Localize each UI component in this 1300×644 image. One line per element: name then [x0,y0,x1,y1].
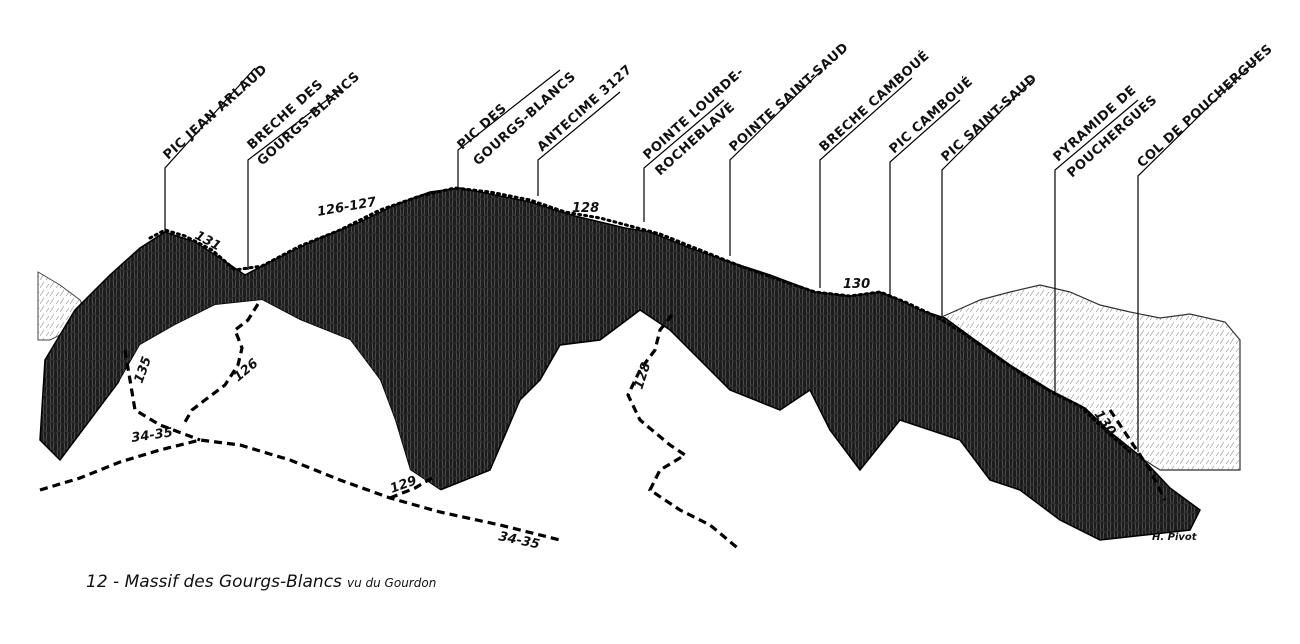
artist-signature: H. Pivot [1152,532,1198,543]
peak-label-8: PIC CAMBOUÉ [886,74,976,296]
peak-label-7: BRECHE CAMBOUÉ [816,48,933,288]
route-label-128-snow: 128 [632,361,655,391]
route-label-130-ridge: 130 [843,277,870,292]
figure-caption: 12 - Massif des Gourgs-Blancs vu du Gour… [86,572,436,592]
ridge-dotted-line [148,186,1132,454]
peak-label-9: PIC SAINT-SAUD [939,71,1040,316]
route-label-128-ridge: 128 [572,201,599,216]
snow-field [100,300,760,548]
peak-label-4-text: ANTECIME 3127 [535,62,636,155]
route-129 [389,476,433,500]
caption-sub: vu du Gourdon [347,576,437,590]
route-label-126-127: 126-127 [316,195,378,220]
peak-label-4: ANTECIME 3127 [535,62,636,196]
route-126 [183,303,260,423]
route-lines [39,303,1167,552]
route-130 [1108,409,1167,501]
caption-main: 12 - Massif des Gourgs-Blancs [86,572,342,592]
route-135 [123,349,201,442]
route-128 [626,314,742,552]
route-label-34-35-left: 34-35 [130,425,173,446]
route-34-35 [39,438,561,542]
